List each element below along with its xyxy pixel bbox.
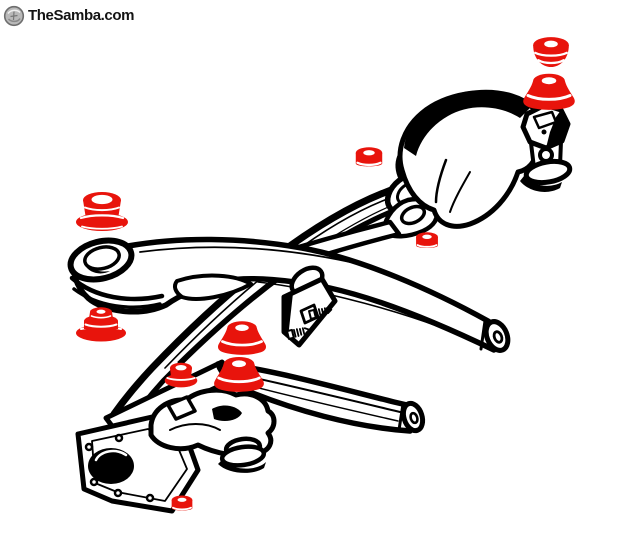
thesamba-logo-icon [3,5,25,27]
shock-tower-bracket [397,89,573,229]
bushing-shock-stud-cup-upper [531,35,571,69]
bushing-shock-lower-grommet [415,231,439,249]
watermark: TheSamba.com [3,5,134,27]
bushing-pivot-cone-upper [216,319,268,357]
clamp-screw-upper [308,307,333,320]
bushing-beam-top-grommet [354,146,384,168]
shock-knuckle [148,387,277,473]
clamp-screw-lower [286,327,311,340]
bushing-shock-stud-cone-lower [521,72,577,112]
site-name: TheSamba.com [28,7,135,24]
bushing-frame-lower-grommet [170,494,194,512]
bushing-beam-left-outer-bushing [74,190,130,233]
